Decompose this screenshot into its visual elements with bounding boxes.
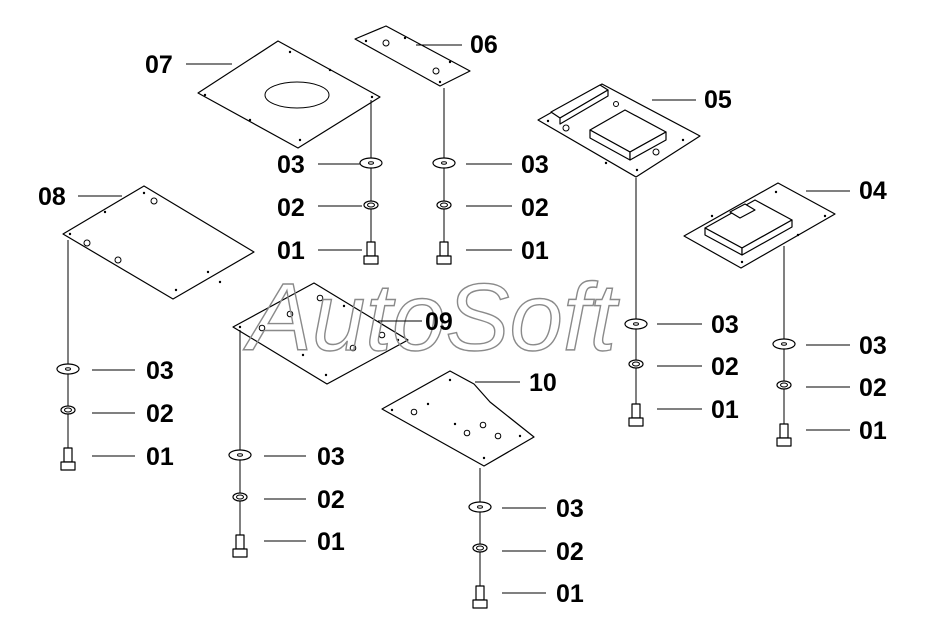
stack-c	[56, 240, 80, 471]
label-bolt-01: 01	[556, 580, 584, 608]
stack-f	[772, 246, 796, 447]
plate-08	[62, 185, 255, 300]
label-part-10: 10	[529, 369, 557, 397]
label-lockwasher-02: 02	[859, 374, 887, 402]
plate-09	[232, 282, 409, 385]
label-washer-03: 03	[711, 311, 739, 339]
stack-g	[468, 468, 492, 609]
stack-d	[228, 330, 252, 558]
label-lockwasher-02: 02	[711, 353, 739, 381]
label-bolt-01: 01	[146, 443, 174, 471]
stack-b	[432, 88, 456, 265]
label-part-05: 05	[704, 86, 732, 114]
label-lockwasher-02: 02	[317, 486, 345, 514]
label-washer-03: 03	[146, 357, 174, 385]
label-washer-03: 03	[521, 151, 549, 179]
plate-06	[354, 25, 471, 87]
label-part-09: 09	[425, 308, 453, 336]
label-bolt-01: 01	[859, 417, 887, 445]
label-lockwasher-02: 02	[277, 194, 305, 222]
label-lockwasher-02: 02	[521, 194, 549, 222]
label-lockwasher-02: 02	[146, 400, 174, 428]
label-part-08: 08	[38, 183, 66, 211]
plate-07	[197, 40, 381, 149]
plate-05	[537, 83, 701, 178]
label-washer-03: 03	[277, 151, 305, 179]
label-bolt-01: 01	[317, 528, 345, 556]
label-washer-03: 03	[317, 443, 345, 471]
label-bolt-01: 01	[277, 237, 305, 265]
label-part-04: 04	[859, 177, 887, 205]
leader-lines	[78, 44, 850, 594]
label-lockwasher-02: 02	[556, 538, 584, 566]
plate-10	[381, 370, 535, 467]
label-washer-03: 03	[859, 332, 887, 360]
stack-a	[359, 100, 383, 265]
watermark: AutoSoft	[243, 264, 620, 371]
label-bolt-01: 01	[711, 396, 739, 424]
label-part-07: 07	[145, 51, 173, 79]
stack-e	[624, 178, 648, 427]
label-part-06: 06	[470, 31, 498, 59]
part-labels: 07 06 05 04 08 09 10 03 02 01 03 02 01 0…	[38, 31, 887, 608]
plate-04	[683, 182, 836, 269]
label-bolt-01: 01	[521, 237, 549, 265]
label-washer-03: 03	[556, 495, 584, 523]
